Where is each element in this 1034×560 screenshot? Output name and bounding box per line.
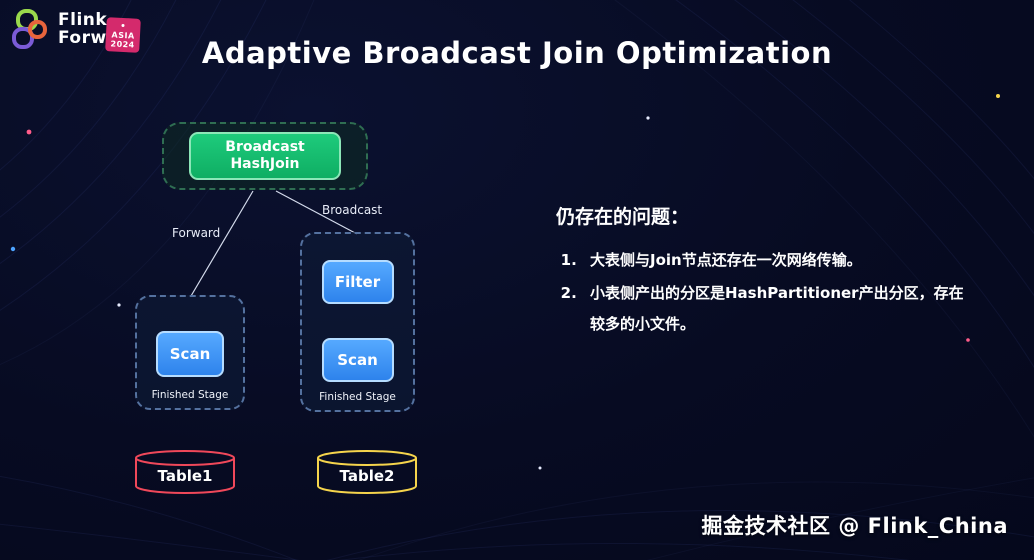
flink-forward-logo: Flink Forward ASIA 2024	[10, 8, 142, 53]
flink-forward-logo-icon	[12, 9, 47, 49]
page-title: Adaptive Broadcast Join Optimization	[201, 36, 833, 70]
edge-forward-line	[190, 190, 254, 297]
table2-cylinder: Table2	[317, 450, 417, 494]
table1-label: Table1	[158, 467, 213, 485]
scan-node-left: Scan	[156, 331, 224, 377]
notes-item-2: 小表侧产出的分区是HashPartitioner产出分区，存在较多的小文件。	[582, 278, 966, 340]
hashjoin-stage-container: Broadcast HashJoin	[162, 122, 368, 190]
left-stage-label: Finished Stage	[151, 389, 229, 401]
logo-line1: Flink	[58, 10, 108, 30]
badge-dot	[121, 23, 125, 28]
notes-list: 大表侧与Join节点还存在一次网络传输。 小表侧产出的分区是HashPartit…	[582, 245, 966, 339]
watermark: 掘金技术社区 @ Flink_China	[701, 514, 1008, 538]
notes-block: 仍存在的问题： 大表侧与Join节点还存在一次网络传输。 小表侧产出的分区是Ha…	[556, 202, 966, 341]
table2-label: Table2	[340, 467, 395, 485]
left-finished-stage: Scan Finished Stage	[135, 295, 245, 410]
notes-heading: 仍存在的问题：	[556, 206, 690, 228]
edge-label-broadcast: Broadcast	[322, 203, 383, 217]
filter-node: Filter	[321, 260, 394, 304]
edge-label-forward: Forward	[172, 226, 221, 240]
scan-node-right: Scan	[321, 338, 394, 382]
right-stage-label: Finished Stage	[319, 391, 396, 403]
broadcast-hashjoin-node: Broadcast HashJoin	[189, 132, 341, 180]
notes-item-1: 大表侧与Join节点还存在一次网络传输。	[582, 245, 966, 276]
right-finished-stage: Filter Scan Finished Stage	[300, 232, 415, 412]
table1-cylinder: Table1	[135, 450, 235, 494]
